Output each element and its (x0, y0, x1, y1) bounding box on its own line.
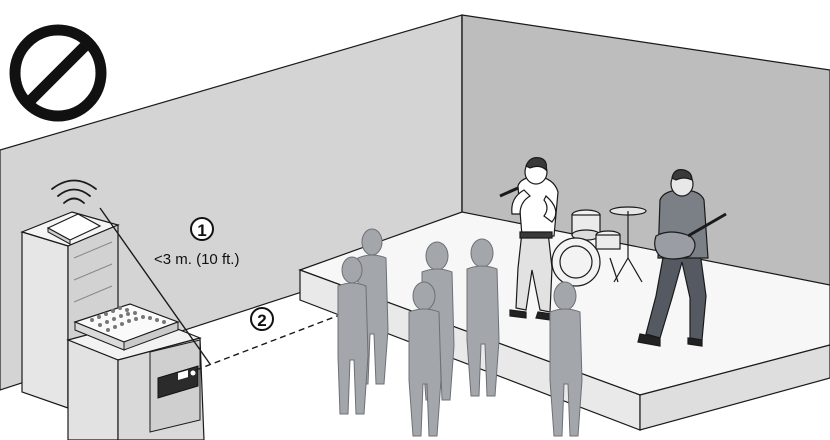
callout-2-number: 2 (257, 311, 266, 330)
prohibited-icon (15, 30, 101, 116)
callout-2: 2 (251, 308, 273, 330)
callout-1-text: <3 m. (10 ft.) (154, 251, 239, 268)
callout-1-number: 1 (197, 221, 206, 240)
